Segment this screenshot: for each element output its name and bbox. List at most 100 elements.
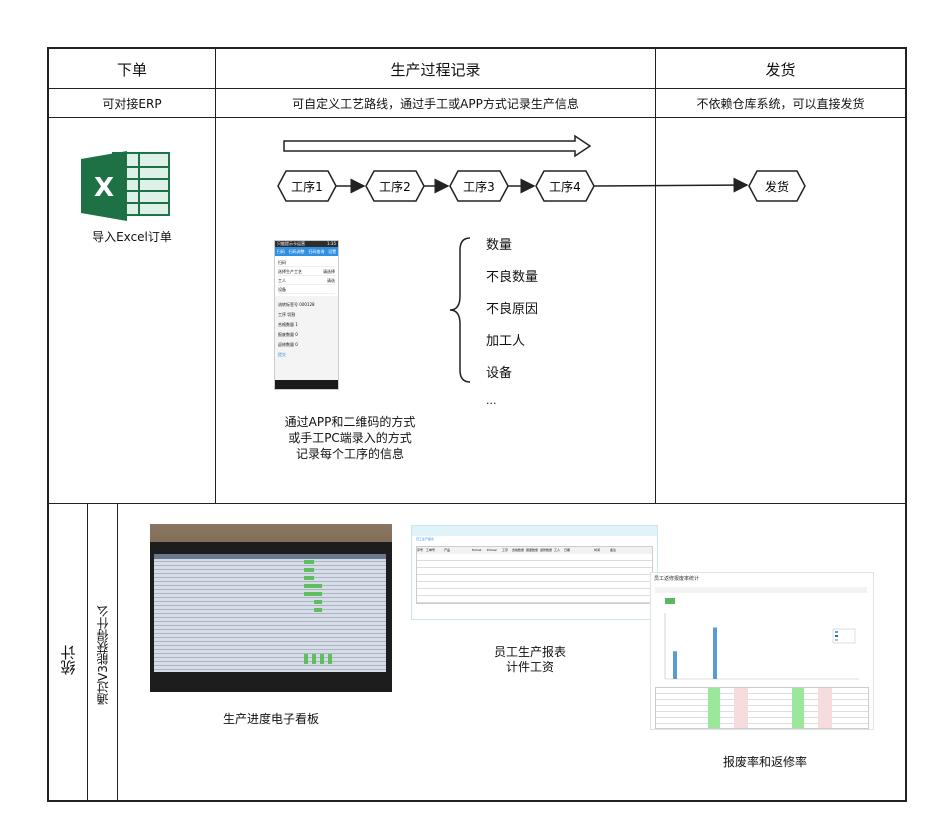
phone-field-4: 返修数量 0 — [278, 342, 335, 352]
phone-row-2-value: 请选 — [327, 277, 335, 283]
rate-screenshot: 员工返修报废率统计 — [650, 572, 874, 730]
report-h-9: 工人 — [554, 548, 561, 552]
step-label-3: 工序3 — [463, 179, 495, 194]
process-flow: 工序1 工序2 工序3 工序4 发货 — [277, 134, 806, 202]
phone-field-2-label: 合格数量 — [278, 322, 294, 327]
phone-field-4-label: 返修数量 — [278, 342, 294, 347]
record-item-2: 不良原因 — [486, 302, 539, 317]
report-caption-line-1: 员工生产报表 — [493, 645, 566, 659]
phone-row-0-label: 扫码 — [278, 259, 286, 265]
record-item-4: 设备 — [486, 366, 513, 381]
rate-caption: 报废率和返修率 — [722, 755, 807, 769]
phone-row-1-value: 请选择 — [323, 268, 335, 274]
phone-row-2[interactable]: 工人 请选 — [278, 276, 335, 285]
phone-status-left: 只能提示卡运营 — [277, 241, 305, 246]
report-table: 序号 工单号 产品 Extra1 Extra2 工序 合格数量 报废数量 返修数… — [416, 546, 653, 604]
step-label-1: 工序1 — [291, 179, 323, 194]
phone-submit-button[interactable]: 提交 — [278, 352, 286, 357]
phone-tab-1[interactable]: 扫码调整 — [288, 249, 305, 254]
report-title-bar — [412, 526, 657, 536]
record-item-3: 加工人 — [486, 334, 526, 349]
phone-caption-line-1: 通过APP和二维码的方式 — [284, 415, 416, 429]
report-screenshot: 员工生产报表 序号 工单号 产品 Extra1 Extra2 工序 合格数量 报… — [411, 525, 658, 620]
phone-field-1-label: 工序 — [278, 312, 286, 317]
stats-divider — [47, 503, 907, 504]
record-item-0: 数量 — [486, 238, 513, 253]
ship-node — [748, 170, 806, 202]
phone-tab-2[interactable]: 扫码查询 — [308, 249, 325, 254]
process-step-1 — [277, 170, 337, 202]
curly-brace — [449, 237, 471, 383]
phone-row-1[interactable]: 选择生产工艺 请选择 — [278, 267, 335, 276]
column-title-ship: 发货 — [765, 61, 796, 79]
record-item-5: ... — [486, 394, 497, 407]
step-label-4: 工序4 — [549, 179, 581, 194]
phone-row-2-label: 工人 — [278, 277, 286, 283]
dashboard-photo — [150, 524, 392, 692]
report-h-1: 工单号 — [426, 548, 436, 552]
stats-row-label: 统计 — [59, 645, 78, 675]
phone-row-3[interactable]: 设备 — [278, 285, 335, 294]
step-label-2: 工序2 — [379, 179, 411, 194]
phone-field-3-label: 报废数量 — [278, 332, 294, 337]
report-h-6: 合格数量 — [512, 548, 525, 552]
rate-filter-bar — [655, 587, 867, 593]
report-caption-line-2: 计件工资 — [505, 660, 554, 674]
subtitle-divider — [47, 117, 907, 118]
dashboard-caption: 生产进度电子看板 — [222, 712, 319, 726]
phone-tab-0[interactable]: 扫码 — [276, 249, 285, 254]
report-h-12: 备注 — [610, 548, 617, 552]
record-item-1: 不良数量 — [486, 270, 539, 285]
header-divider — [47, 88, 907, 89]
process-step-4 — [535, 170, 595, 202]
excel-import-label: 导入Excel订单 — [92, 230, 172, 244]
phone-field-4-value: 0 — [295, 342, 298, 347]
phone-tab-bar: 扫码 扫码调整 扫码查询 设置 — [275, 247, 338, 256]
process-step-2 — [365, 170, 425, 202]
phone-field-1: 工序 切割 — [278, 312, 335, 322]
phone-field-2: 合格数量 1 — [278, 322, 335, 332]
phone-status-bar: 只能提示卡运营 1:35 — [275, 241, 338, 247]
phone-caption-line-2: 或手工PC端录入的方式 — [288, 431, 412, 445]
phone-row-1-label: 选择生产工艺 — [278, 268, 302, 274]
phone-field-3: 报废数量 0 — [278, 332, 335, 342]
stats-col-divider-2 — [117, 503, 118, 801]
report-h-11: 时间 — [594, 548, 601, 552]
phone-field-0-label: 流转标签号 — [278, 302, 298, 307]
col-divider-1 — [215, 47, 216, 504]
excel-icon-letter: X — [94, 173, 114, 203]
report-h-0: 序号 — [417, 548, 424, 552]
rate-search-button[interactable] — [665, 598, 675, 604]
monitor-screen — [154, 554, 386, 672]
phone-row-0[interactable]: 扫码 — [278, 258, 335, 267]
report-h-5: 工序 — [502, 548, 509, 552]
ship-node-label: 发货 — [765, 179, 789, 194]
report-h-3: Extra1 — [472, 548, 482, 552]
report-h-10: 日期 — [564, 548, 571, 552]
phone-field-0: 流转标签号 000128 — [278, 302, 335, 312]
report-header-row: 序号 工单号 产品 Extra1 Extra2 工序 合格数量 报废数量 返修数… — [417, 547, 652, 554]
report-h-7: 报废数量 — [526, 548, 539, 552]
excel-icon: X — [81, 151, 170, 221]
rate-bar-0 — [673, 651, 677, 679]
phone-nav-bar — [275, 380, 338, 389]
rate-table — [655, 687, 869, 729]
rate-screenshot-title: 员工返修报废率统计 — [654, 576, 700, 582]
report-title: 员工生产报表 — [416, 537, 435, 541]
col-divider-2 — [655, 47, 656, 504]
stats-col-divider-1 — [87, 503, 88, 801]
process-step-3 — [449, 170, 509, 202]
column-title-process: 生产过程记录 — [390, 61, 481, 79]
report-h-2: 产品 — [444, 548, 451, 552]
phone-tab-3[interactable]: 设置 — [328, 249, 337, 254]
table-right-border — [905, 47, 907, 802]
table-left-border — [47, 47, 49, 802]
phone-field-0-value: 000128 — [299, 302, 315, 307]
report-h-8: 返修数量 — [540, 548, 553, 552]
phone-field-1-value: 切割 — [287, 312, 296, 317]
phone-row-3-label: 设备 — [278, 286, 286, 292]
phone-field-2-value: 1 — [295, 322, 298, 327]
table-top-border — [47, 47, 907, 49]
report-rows — [417, 554, 652, 603]
column-subtitle-ship: 不依赖仓库系统，可以直接发货 — [696, 97, 865, 111]
